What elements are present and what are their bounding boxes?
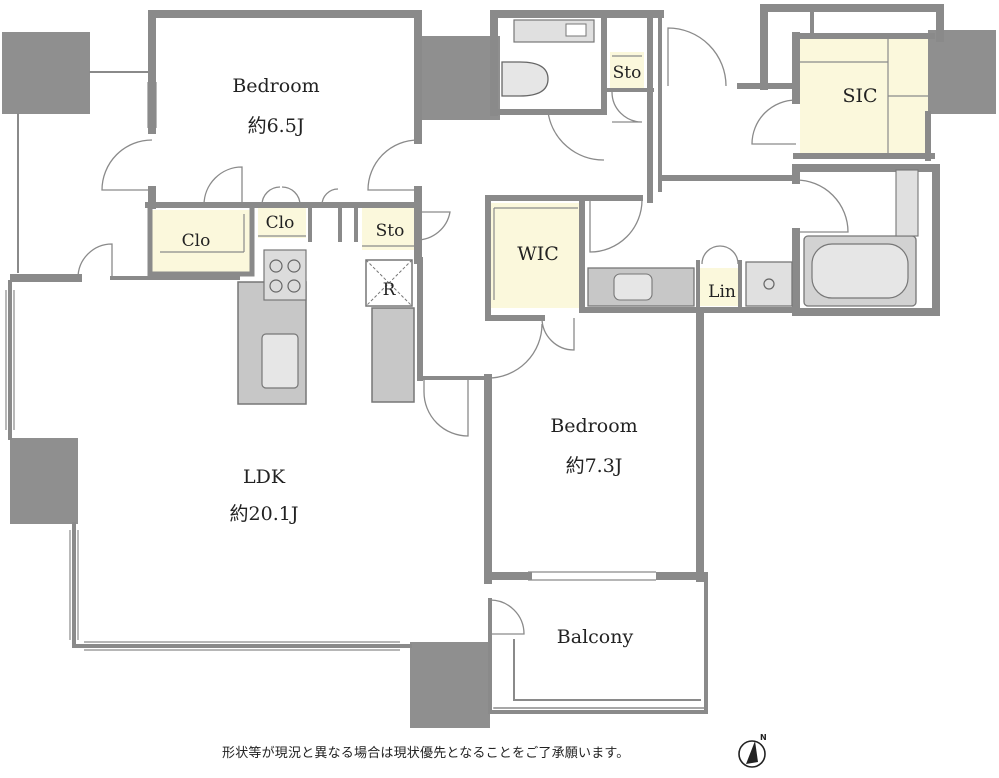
bedroom2-name: Bedroom bbox=[550, 415, 637, 437]
back-counter bbox=[371, 307, 415, 403]
compass-icon: N bbox=[738, 733, 767, 768]
fridge-label: R bbox=[383, 280, 397, 300]
clo2-fill bbox=[258, 208, 306, 238]
sto2-name: Sto bbox=[613, 63, 642, 83]
ldk-name: LDK bbox=[243, 466, 286, 488]
pillar-top-mid bbox=[420, 36, 500, 120]
washer-pan bbox=[745, 261, 793, 307]
compass-label: N bbox=[760, 733, 767, 742]
toilet-bowl bbox=[501, 61, 549, 97]
sto1-fill bbox=[362, 208, 414, 250]
bath-shelf bbox=[895, 169, 919, 237]
clo2-name: Clo bbox=[266, 213, 295, 233]
balcony-name: Balcony bbox=[557, 626, 634, 648]
stove bbox=[263, 249, 307, 301]
lin-fill bbox=[700, 268, 738, 306]
doors bbox=[77, 27, 849, 635]
wic-fill bbox=[490, 203, 580, 308]
pillar-ne bbox=[928, 30, 996, 114]
wic-name: WIC bbox=[517, 243, 559, 265]
pillar-w bbox=[10, 438, 78, 524]
ldk-size: 約20.1J bbox=[230, 503, 299, 525]
fixtures bbox=[237, 19, 919, 405]
storage-details bbox=[160, 38, 928, 300]
sto2-fill bbox=[610, 52, 644, 88]
pillar-nw bbox=[2, 32, 90, 114]
walls bbox=[8, 4, 944, 714]
bedroom1-size: 約6.5J bbox=[248, 115, 305, 137]
pillar-s bbox=[410, 642, 490, 728]
storage-fills bbox=[152, 38, 928, 308]
kitchen-sink bbox=[261, 333, 299, 389]
pillars bbox=[2, 30, 996, 728]
bedroom1-name: Bedroom bbox=[232, 75, 319, 97]
windows bbox=[5, 82, 656, 651]
sto1-name: Sto bbox=[376, 221, 405, 241]
clo1-name: Clo bbox=[182, 231, 211, 251]
clo1-fill bbox=[152, 210, 250, 272]
lin-name: Lin bbox=[708, 282, 736, 302]
sic-name: SIC bbox=[842, 85, 877, 107]
bedroom2-size: 約7.3J bbox=[566, 455, 623, 477]
room-labels: Bedroom 約6.5J Bedroom 約7.3J LDK 約20.1J B… bbox=[182, 63, 878, 648]
disclaimer-note: 形状等が現況と異なる場合は現状優先となることをご了承願います。 bbox=[222, 746, 630, 761]
